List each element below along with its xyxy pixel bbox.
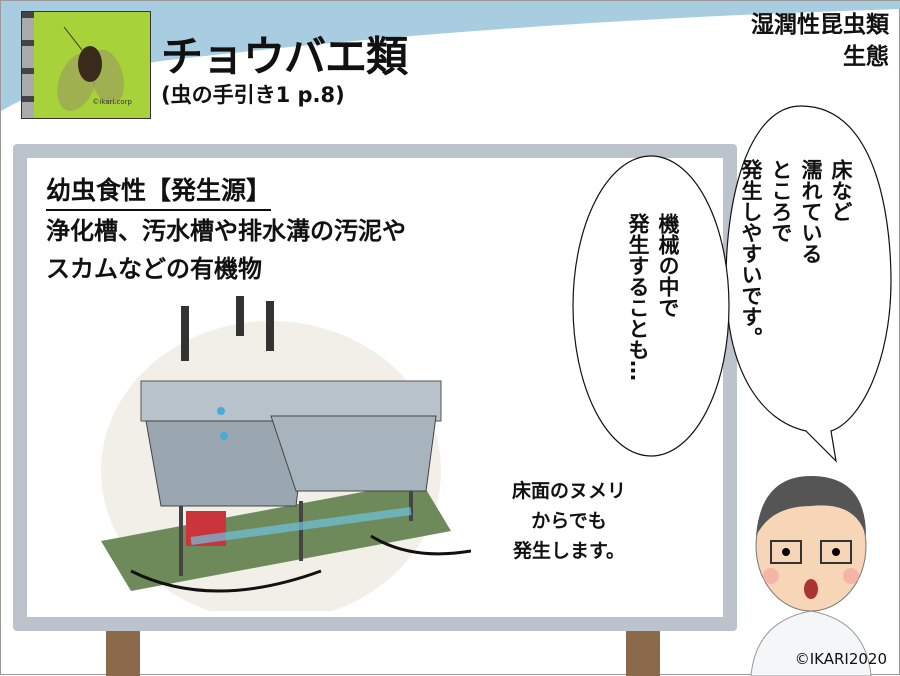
speech-line: 発生しやすいです。: [739, 159, 763, 348]
copyright: ©IKARI2020: [794, 650, 887, 668]
caption-line: からでも: [531, 510, 607, 532]
caption-line: 床面のヌメリ: [511, 480, 626, 502]
small-speech-text: 機械の中で 発生することも…: [623, 213, 683, 433]
floor-caption: 床面のヌメリ からでも 発生します。: [489, 476, 649, 566]
speech-line: 床など: [829, 159, 853, 222]
speech-line: 発生することも…: [626, 213, 650, 381]
category-label: 湿潤性昆虫類 生態: [751, 9, 889, 73]
category-line-2: 生態: [843, 44, 889, 70]
caption-line: 発生します。: [512, 540, 626, 562]
moth-fly-icon: [57, 26, 125, 111]
page-title: チョウバエ類: [161, 32, 408, 81]
large-speech-text: 床など 濡れている ところで 発生しやすいです。: [736, 159, 856, 419]
board-text-line-2: スカムなどの有機物: [46, 255, 262, 283]
speech-line: ところで: [769, 159, 793, 243]
category-line-1: 湿潤性昆虫類: [751, 12, 889, 38]
moth-fly-photo: ©ikari.corp: [21, 11, 151, 119]
sink-illustration: [101, 296, 471, 611]
board-leg-right: [626, 631, 660, 676]
board-heading: 幼虫食性【発生源】: [46, 171, 272, 211]
speech-line: 機械の中で: [656, 213, 680, 318]
board-text-line-1: 浄化槽、汚水槽や排水溝の汚泥や: [46, 217, 406, 245]
surprised-man-icon: [750, 476, 872, 676]
speech-bubbles: [572, 105, 892, 463]
page-subtitle: (虫の手引き1 p.8): [161, 83, 345, 107]
speech-line: 濡れている: [799, 159, 823, 264]
board-leg-left: [106, 631, 140, 676]
photo-credit: ©ikari.corp: [92, 98, 132, 106]
film-strip: [22, 12, 34, 118]
